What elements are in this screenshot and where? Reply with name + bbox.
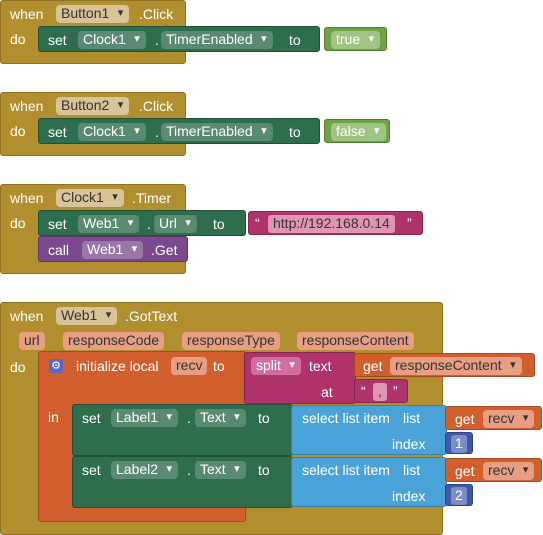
open-quote-label: “ [361,383,366,399]
call-label: call [48,242,70,258]
at-socket-label: at [321,384,333,400]
component-dropdown-button2[interactable]: Button2 [56,97,130,115]
number-block[interactable]: 1 [445,432,473,454]
get-responsecontent-block[interactable]: get responseContent [354,353,535,377]
text-comma-block[interactable]: “ , ” [354,379,408,403]
component-dropdown-clock1[interactable]: Clock1 [78,123,146,141]
initialize-local-label: initialize local [76,358,159,374]
param-responsetype[interactable]: responseType [182,332,280,350]
event-name: .Click [139,98,174,114]
list-socket-label: list [403,462,421,478]
property-dropdown-timerenabled[interactable]: TimerEnabled [161,31,273,49]
set-label: set [48,32,67,48]
set-label: set [82,410,101,426]
to-label: to [213,216,225,232]
dot-label: . [155,124,159,140]
select-list-item-block[interactable]: select list item list index [291,457,447,507]
call-block-web1-get[interactable]: call Web1 .Get [38,236,188,262]
text-socket-label: text [309,358,332,374]
close-quote-label: ” [393,383,398,399]
property-dropdown-text[interactable]: Text [195,461,246,479]
component-dropdown-button1[interactable]: Button1 [56,5,130,23]
component-dropdown-label2[interactable]: Label2 [111,461,179,479]
list-socket-label: list [403,410,421,426]
property-dropdown-url[interactable]: Url [154,215,197,233]
event-name: .Click [139,6,174,22]
close-quote-label: ” [407,215,412,231]
property-dropdown-text[interactable]: Text [195,409,246,427]
get-label: get [455,463,475,479]
event-name: .Timer [132,190,172,206]
set-block-web1-url[interactable]: set Web1 . Url to [38,210,246,236]
variable-dropdown-recv[interactable]: recv [483,410,535,428]
in-label: in [48,409,59,425]
component-dropdown-clock1[interactable]: Clock1 [78,31,146,49]
component-dropdown-web1[interactable]: Web1 [56,307,118,325]
local-variable-name[interactable]: recv [171,357,208,375]
component-dropdown-label1[interactable]: Label1 [111,409,179,427]
when-label: when [10,190,44,206]
to-label: to [258,462,270,478]
to-label: to [289,124,301,140]
index-number-field[interactable]: 2 [451,487,467,505]
do-label: do [10,123,26,139]
dot-label: . [187,462,191,478]
logic-true-block[interactable]: true [324,27,387,51]
to-label: to [258,410,270,426]
index-socket-label: index [392,488,426,504]
method-name: .Get [151,242,178,258]
split-text-block[interactable]: split text at [244,352,356,404]
when-label: when [10,98,44,114]
to-label: to [289,32,301,48]
boolean-dropdown-false[interactable]: false [331,123,386,141]
variable-dropdown-recv[interactable]: recv [483,462,535,480]
select-list-item-label: select list item [302,462,390,478]
set-block-label2-text[interactable]: set Label2 . Text to [72,456,293,508]
property-dropdown-timerenabled[interactable]: TimerEnabled [161,123,273,141]
component-dropdown-web1[interactable]: Web1 [82,241,144,259]
param-url[interactable]: url [19,332,45,350]
variable-dropdown-responsecontent[interactable]: responseContent [390,357,522,375]
index-number-field[interactable]: 1 [451,435,467,453]
logic-false-block[interactable]: false [324,119,390,143]
set-label: set [48,216,67,232]
component-dropdown-clock1[interactable]: Clock1 [56,189,124,207]
open-quote-label: “ [255,215,260,231]
do-label: do [10,31,26,47]
to-label: to [213,358,225,374]
set-label: set [82,462,101,478]
get-label: get [455,411,475,427]
set-block-label1-text[interactable]: set Label1 . Text to [72,404,293,456]
get-recv-block[interactable]: get recv [445,406,542,430]
set-block-clock1-timerenabled[interactable]: set Clock1 . TimerEnabled to [38,118,320,144]
set-label: set [48,124,67,140]
select-list-item-block[interactable]: select list item list index [291,405,447,455]
index-socket-label: index [392,436,426,452]
get-recv-block[interactable]: get recv [445,458,542,482]
separator-text-field[interactable]: , [373,383,387,401]
set-block-clock1-timerenabled[interactable]: set Clock1 . TimerEnabled to [38,26,320,52]
number-block[interactable]: 2 [445,484,473,506]
select-list-item-label: select list item [302,410,390,426]
do-label: do [10,215,26,231]
do-label: do [10,359,26,375]
get-label: get [363,358,383,374]
url-text-field[interactable]: http://192.168.0.14 [268,215,395,233]
param-responsecode[interactable]: responseCode [63,332,165,350]
dot-label: . [187,410,191,426]
boolean-dropdown-true[interactable]: true [331,31,381,49]
gear-icon[interactable]: ⚙ [49,359,63,373]
split-dropdown[interactable]: split [251,357,301,375]
dot-label: . [147,216,151,232]
when-label: when [10,6,44,22]
when-label: when [10,308,44,324]
event-name: .GotText [125,308,178,324]
component-dropdown-web1[interactable]: Web1 [78,215,140,233]
dot-label: . [155,32,159,48]
param-responsecontent[interactable]: responseContent [297,332,414,350]
text-string-block[interactable]: “ http://192.168.0.14 ” [248,211,423,235]
